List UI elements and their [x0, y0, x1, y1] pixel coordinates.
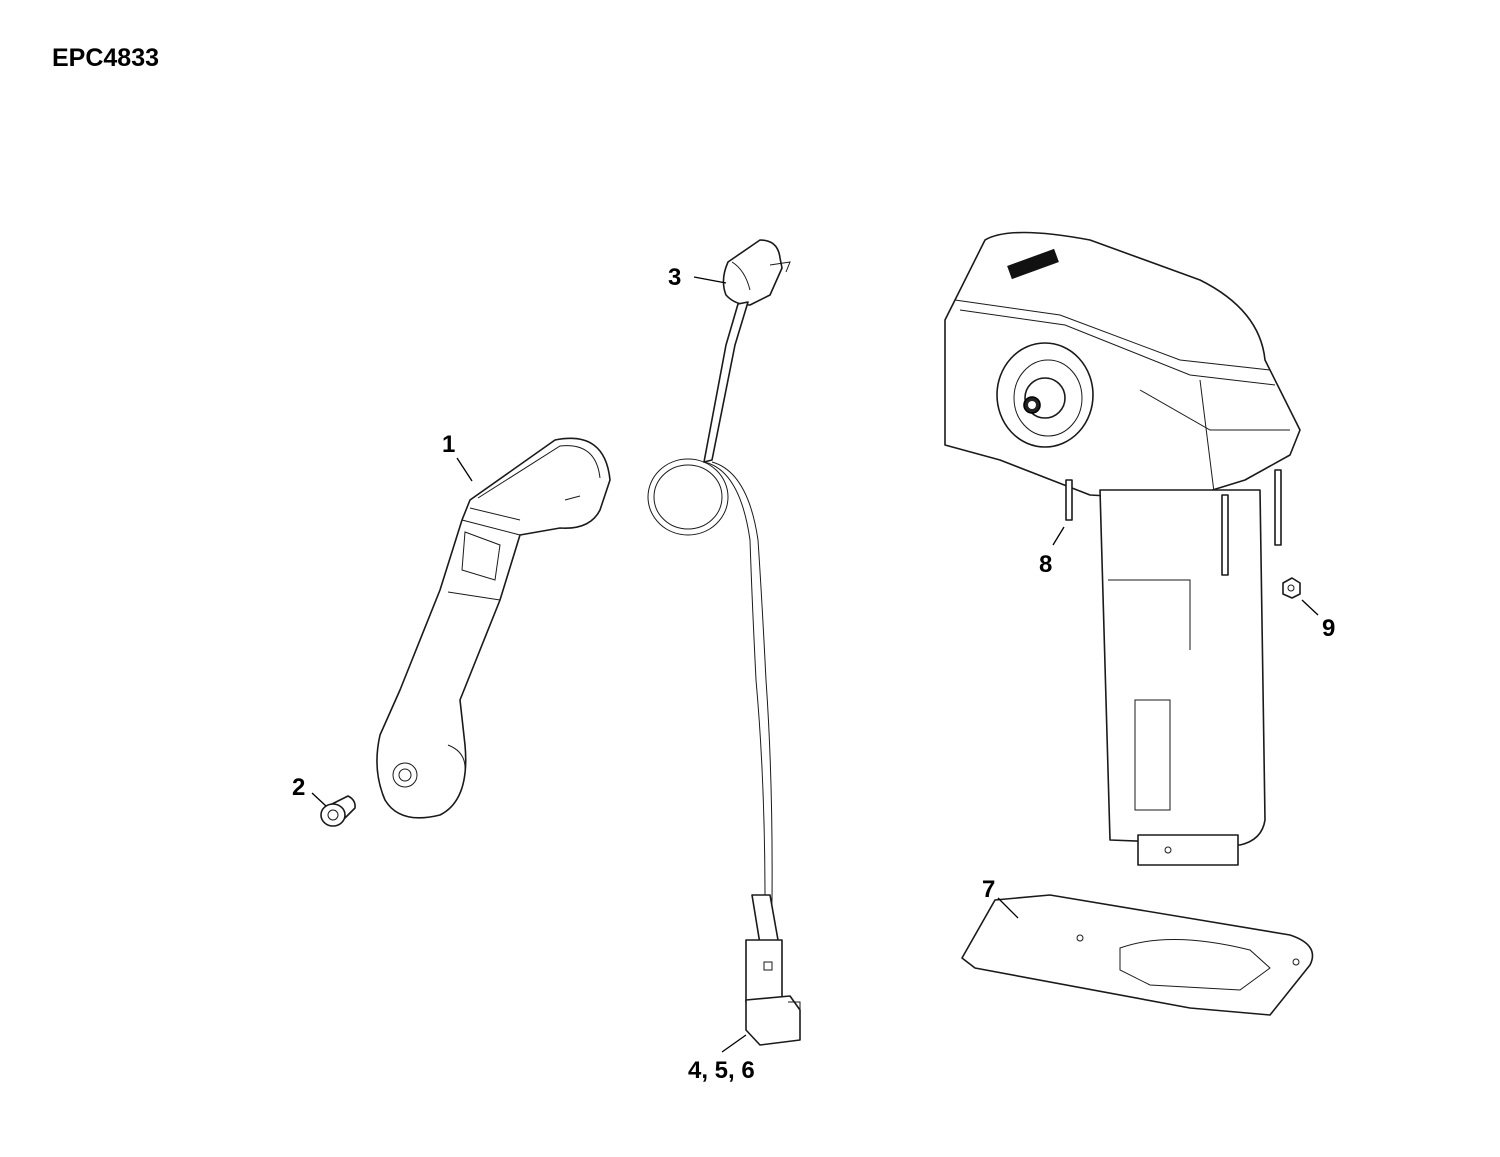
gasket-part	[961, 894, 1314, 1016]
callout-8: 8	[1039, 551, 1052, 578]
callout-9: 9	[1322, 615, 1335, 642]
screw-part	[320, 795, 356, 827]
cable-harness-part	[647, 458, 801, 1046]
trim-switch-part	[703, 239, 791, 463]
control-box-part: EVINRUDE	[944, 231, 1301, 866]
callout-leaders	[311, 276, 1319, 1053]
studs-part	[1065, 469, 1282, 576]
nut-part	[1282, 577, 1301, 599]
callout-4-5-6: 4, 5, 6	[688, 1057, 755, 1084]
callout-1: 1	[442, 431, 455, 458]
handle-part	[376, 437, 611, 819]
callout-2: 2	[292, 774, 305, 801]
diagram-code: EPC4833	[52, 44, 160, 72]
callout-7: 7	[982, 876, 995, 903]
callout-3: 3	[668, 264, 681, 291]
